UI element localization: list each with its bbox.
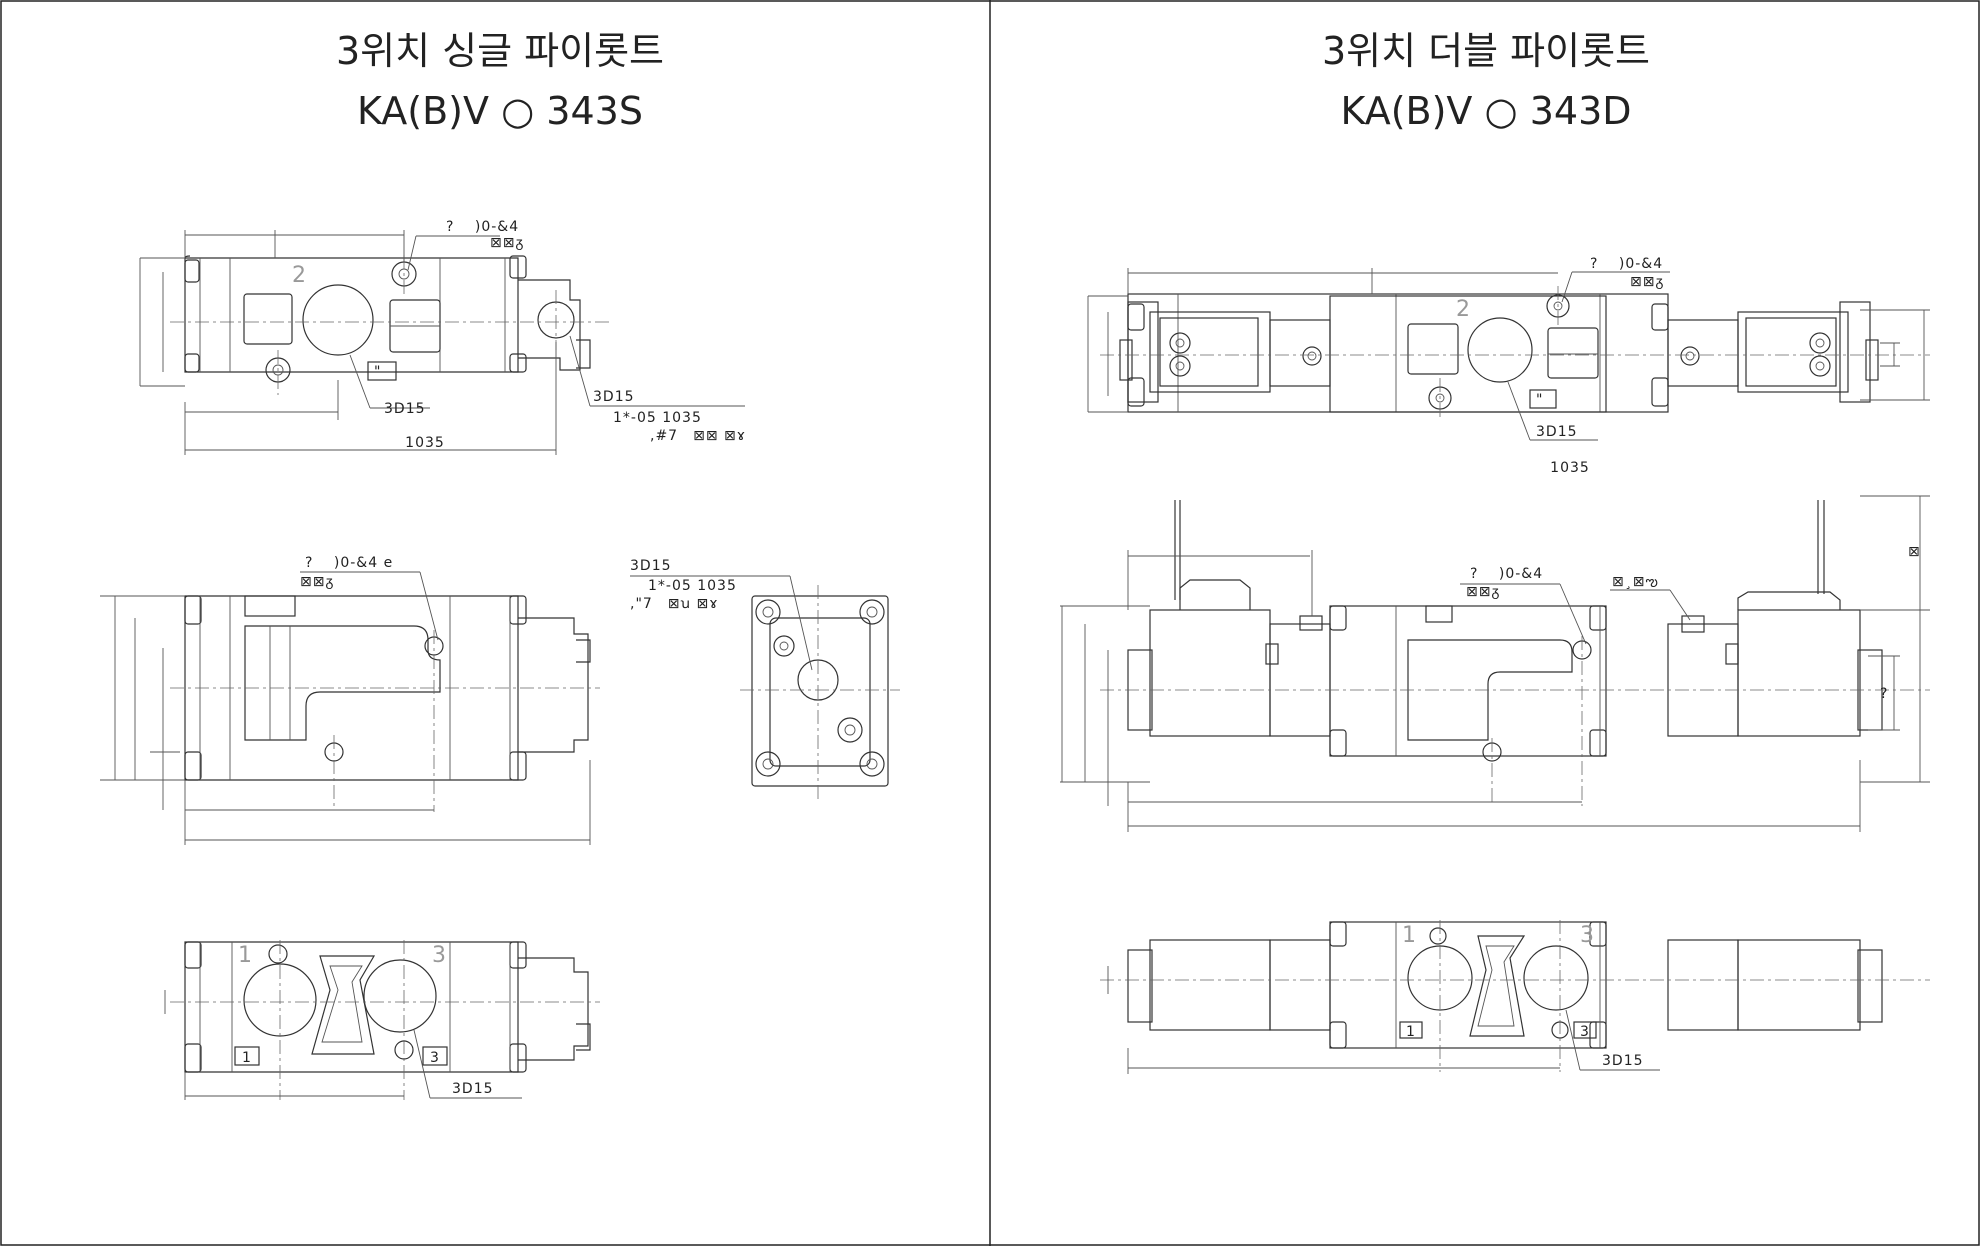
left-top-callout-exhaust-3: ,#7 ⊠⊠ ⊠ɤ [650, 428, 746, 444]
right-bottom-port3-box: 3 [1580, 1024, 1590, 1040]
left-top-callout-port: 3D15 [384, 401, 426, 417]
left-top-callout-exhaust-2: 1*-05 1035 [613, 410, 702, 426]
right-title-line1: 3위치 더블 파이롯트 [1322, 29, 1650, 73]
right-side-view: ? )0-&4 ⊠⊠ᵹ ⊠¸⊠ఌ ⊠ ? [1060, 495, 1930, 832]
left-bottom-port3-num: 3 [432, 943, 446, 968]
right-title-line2: KA(B)V ○ 343D [1340, 89, 1631, 133]
right-top-pilot-note-1: ? )0-&4 [1590, 256, 1663, 272]
left-title-line2: KA(B)V ○ 343S [357, 89, 643, 133]
left-side-view: ? )0-&4 e ⊠⊠ᵹ [100, 555, 600, 845]
right-panel: 3위치 더블 파이롯트 KA(B)V ○ 343D [1060, 29, 1930, 1074]
left-end-view: 3D15 1*-05 1035 ,"7 ⊠ꭒ ⊠ɤ [630, 558, 900, 800]
left-top-callout-exhaust: 3D15 [593, 389, 635, 405]
left-title-line1: 3위치 싱글 파이롯트 [336, 29, 664, 73]
right-side-pilot-note-1: ? )0-&4 [1470, 566, 1543, 582]
right-bottom-port1-box: 1 [1406, 1024, 1416, 1040]
left-bottom-port1-box: 1 [242, 1050, 252, 1066]
right-bottom-callout: 3D15 [1602, 1053, 1644, 1069]
right-side-dim-top: ⊠ [1908, 544, 1921, 560]
right-bottom-port3-num: 3 [1580, 923, 1594, 948]
left-top-dim-overall: 1035 [405, 435, 445, 451]
right-bottom-port1-num: 1 [1402, 923, 1416, 948]
left-side-pilot-note-2: ⊠⊠ᵹ [300, 574, 334, 590]
left-end-callout-1: 3D15 [630, 558, 672, 574]
right-top-quote-mark: " [1536, 392, 1543, 408]
left-bottom-port1-num: 1 [238, 943, 252, 968]
right-top-port-2: 2 [1456, 297, 1470, 322]
left-bottom-callout: 3D15 [452, 1081, 494, 1097]
left-end-callout-2: 1*-05 1035 [648, 578, 737, 594]
left-top-quote-mark: " [374, 364, 381, 380]
left-top-view: " 2 1035 ? )0-&4 ⊠⊠ᵹ [139, 219, 746, 455]
right-side-pilot-note-2: ⊠⊠ᵹ [1466, 584, 1500, 600]
right-side-dim-mid: ? [1880, 686, 1888, 702]
right-bottom-view: 1 3 1 3 3D15 [1100, 920, 1930, 1074]
left-panel: 3위치 싱글 파이롯트 KA(B)V ○ 343S [100, 29, 900, 1100]
left-end-callout-3: ,"7 ⊠ꭒ ⊠ɤ [630, 596, 719, 612]
left-top-pilot-note-2: ⊠⊠ᵹ [490, 235, 524, 251]
right-side-manual-note: ⊠¸⊠ఌ [1612, 574, 1659, 590]
left-top-pilot-note-1: ? )0-&4 [446, 219, 519, 235]
left-side-pilot-note-1: ? )0-&4 e [305, 555, 393, 571]
right-top-pilot-note-2: ⊠⊠ᵹ [1630, 274, 1664, 290]
right-top-view: " 2 10 [1087, 256, 1930, 476]
right-top-dim-overall: 1035 [1550, 460, 1590, 476]
right-top-callout-port: 3D15 [1536, 424, 1578, 440]
left-bottom-view: 1 3 1 3 3D15 [164, 940, 600, 1100]
left-bottom-port3-box: 3 [430, 1050, 440, 1066]
left-top-port-2: 2 [292, 263, 306, 288]
